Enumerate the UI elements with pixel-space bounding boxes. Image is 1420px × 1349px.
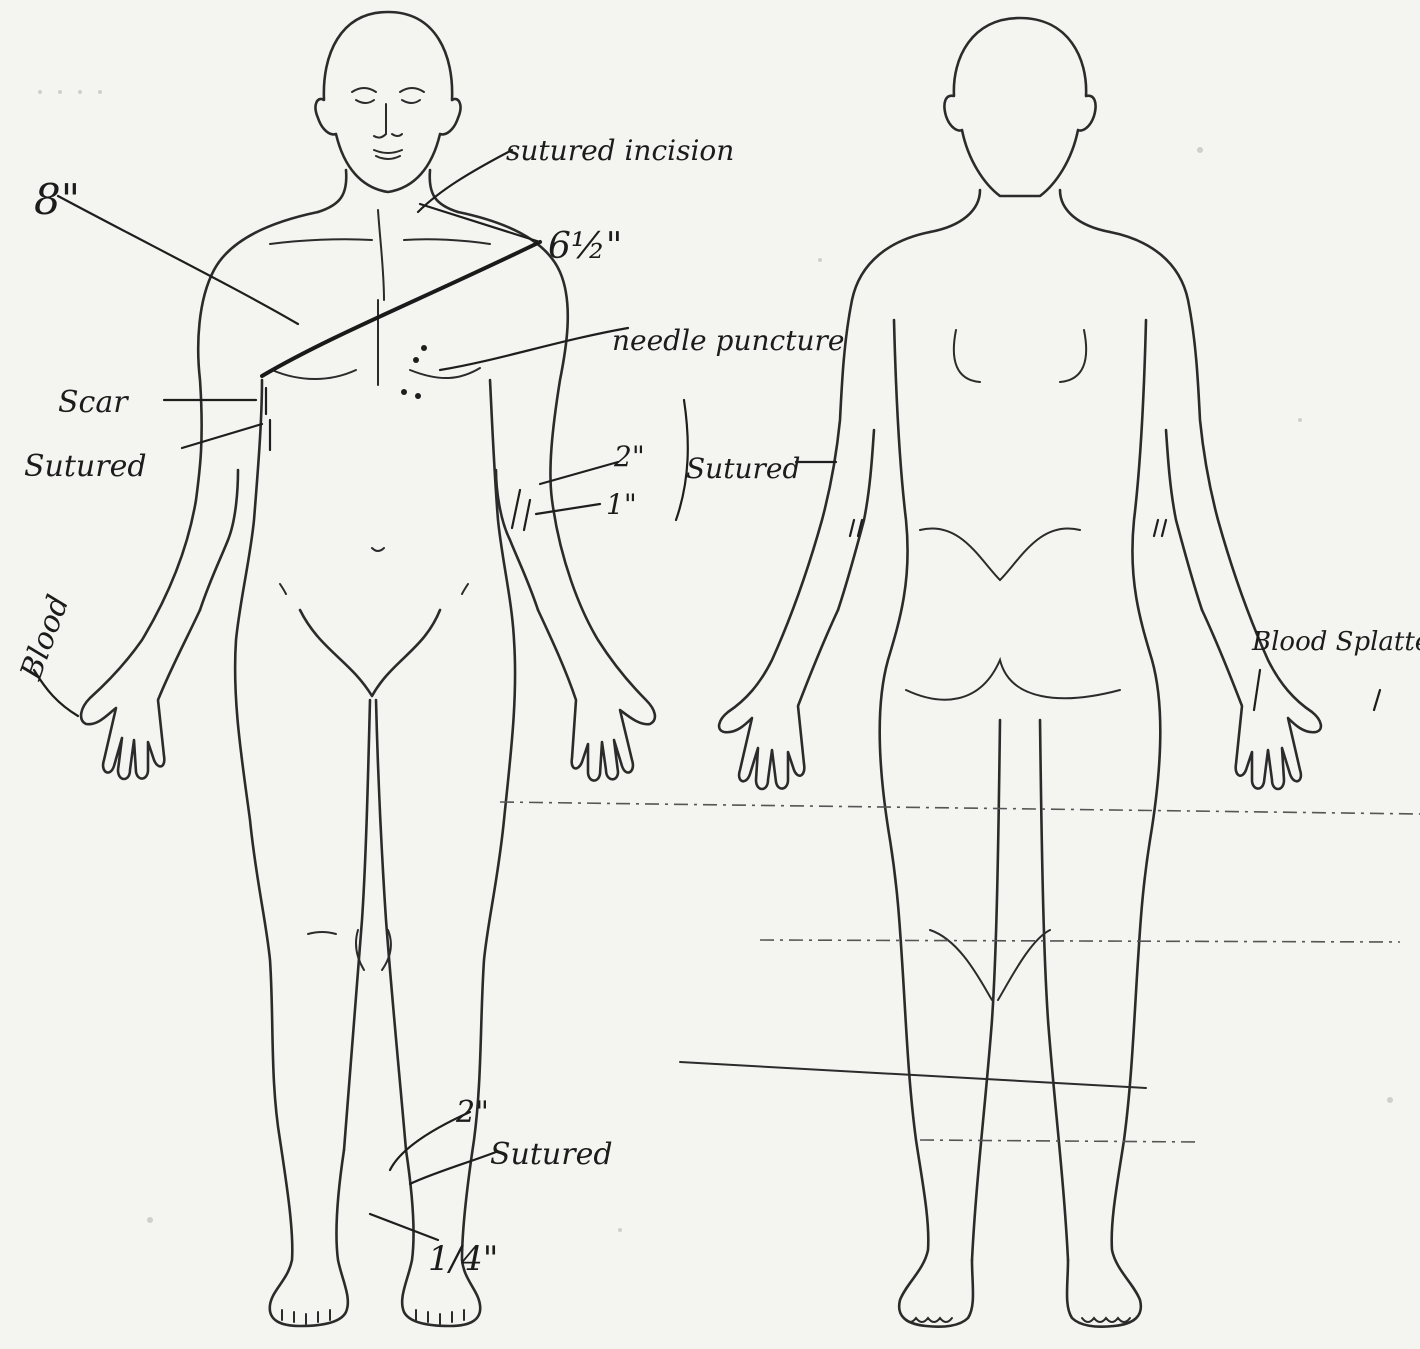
label-blood-splatter: Blood Splatter	[1251, 627, 1420, 657]
label-scar: Scar	[58, 385, 129, 420]
label-arm-1-inch: 1"	[606, 488, 637, 521]
annotations: 8" sutured incision 6½" needle puncture …	[13, 134, 1420, 1279]
label-blood: Blood	[13, 591, 76, 686]
leader-8-inch	[58, 196, 298, 324]
leader-sutured-left	[182, 424, 262, 448]
label-needle-puncture: needle puncture	[612, 324, 844, 357]
label-leg-2-inch: 2"	[455, 1095, 489, 1130]
label-quarter-inch: 1/4"	[428, 1239, 498, 1279]
leader-leg-sutured	[410, 1152, 496, 1184]
incision-6-half-inch	[262, 242, 540, 376]
leader-quarter-inch	[370, 1214, 438, 1240]
label-leg-sutured: Sutured	[490, 1137, 613, 1172]
label-sutured-left: Sutured	[24, 449, 147, 484]
label-arm-2-inch: 2"	[613, 440, 645, 473]
label-sutured-incision: sutured incision	[506, 134, 734, 167]
label-8-inch: 8"	[34, 175, 80, 224]
leader-needle-puncture	[440, 328, 628, 370]
label-6-half-inch: 6½"	[548, 226, 622, 267]
label-arm-sutured: Sutured	[686, 452, 800, 485]
leader-arm-1-inch	[536, 504, 600, 514]
ink-rule	[680, 1062, 1146, 1088]
photocopy-noise	[38, 90, 1393, 1232]
back-figure	[719, 18, 1321, 1327]
front-figure	[81, 12, 655, 1326]
dashed-lines	[500, 802, 1420, 1142]
